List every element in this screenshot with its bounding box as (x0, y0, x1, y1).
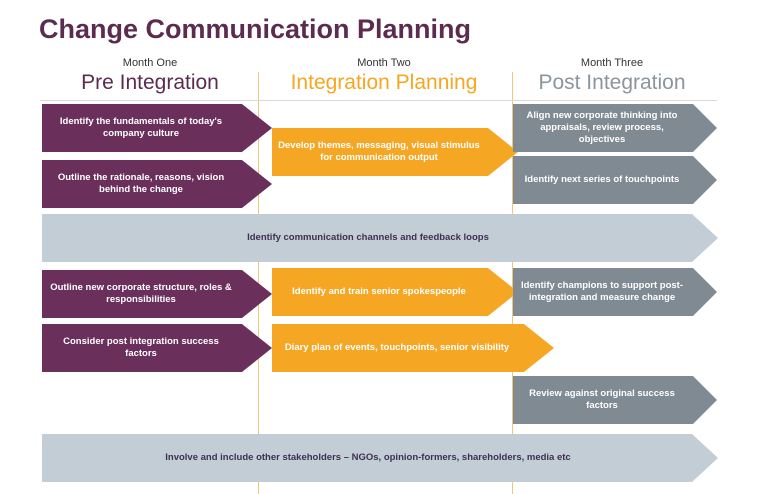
month-label: Month Two (357, 57, 411, 69)
arrow-train-spokespeople: Identify and train senior spokespeople (272, 268, 518, 316)
arrow-label: Diary plan of events, touchpoints, senio… (284, 342, 510, 353)
phase-label: Pre Integration (81, 71, 219, 94)
arrow-review-factors: Review against original success factors (513, 376, 717, 424)
arrow-identify-fundamentals: Identify the fundamentals of today's com… (42, 104, 272, 152)
arrow-label: Consider post integration success factor… (63, 336, 219, 359)
arrow-outline-rationale: Outline the rationale, reasons, vision b… (42, 160, 272, 208)
phase-label: Post Integration (538, 71, 686, 94)
arrow-label: Identify and train senior spokespeople (292, 286, 466, 297)
arrow-label: Outline new corporate structure, roles &… (50, 282, 232, 305)
arrow-label: Outline the rationale, reasons, vision b… (57, 172, 225, 195)
arrow-diary-plan: Diary plan of events, touchpoints, senio… (272, 324, 554, 372)
column-header-month-three: Month Three Post Integration (512, 57, 712, 96)
column-divider (512, 72, 513, 494)
arrow-label: Identify communication channels and feed… (247, 232, 489, 243)
column-header-month-one: Month One Pre Integration (50, 57, 250, 96)
phase-label: Integration Planning (290, 71, 478, 94)
month-label: Month One (122, 57, 178, 69)
column-header-month-two: Month Two Integration Planning (284, 57, 484, 96)
arrow-label: Identify the fundamentals of today's com… (59, 116, 223, 139)
arrow-identify-champions: Identify champions to support post-integ… (513, 268, 717, 316)
arrow-next-touchpoints: Identify next series of touchpoints (513, 156, 717, 204)
arrow-involve-stakeholders: Involve and include other stakeholders –… (42, 434, 718, 482)
arrow-label: Develop themes, messaging, visual stimul… (278, 140, 480, 163)
arrow-label: Review against original success factors (529, 388, 675, 411)
arrow-label: Involve and include other stakeholders –… (165, 452, 571, 463)
arrow-success-factors: Consider post integration success factor… (42, 324, 272, 372)
arrow-develop-themes: Develop themes, messaging, visual stimul… (272, 128, 518, 176)
arrow-comm-channels: Identify communication channels and feed… (42, 214, 718, 262)
arrow-outline-structure: Outline new corporate structure, roles &… (42, 270, 272, 318)
arrow-label: Identify champions to support post-integ… (520, 280, 684, 303)
column-divider (258, 72, 259, 494)
arrow-label: Align new corporate thinking into apprai… (526, 110, 678, 145)
page-title: Change Communication Planning (39, 14, 472, 44)
month-label: Month Three (580, 57, 644, 69)
header-divider (40, 100, 717, 101)
arrow-align-thinking: Align new corporate thinking into apprai… (513, 104, 717, 152)
arrow-label: Identify next series of touchpoints (524, 174, 680, 185)
